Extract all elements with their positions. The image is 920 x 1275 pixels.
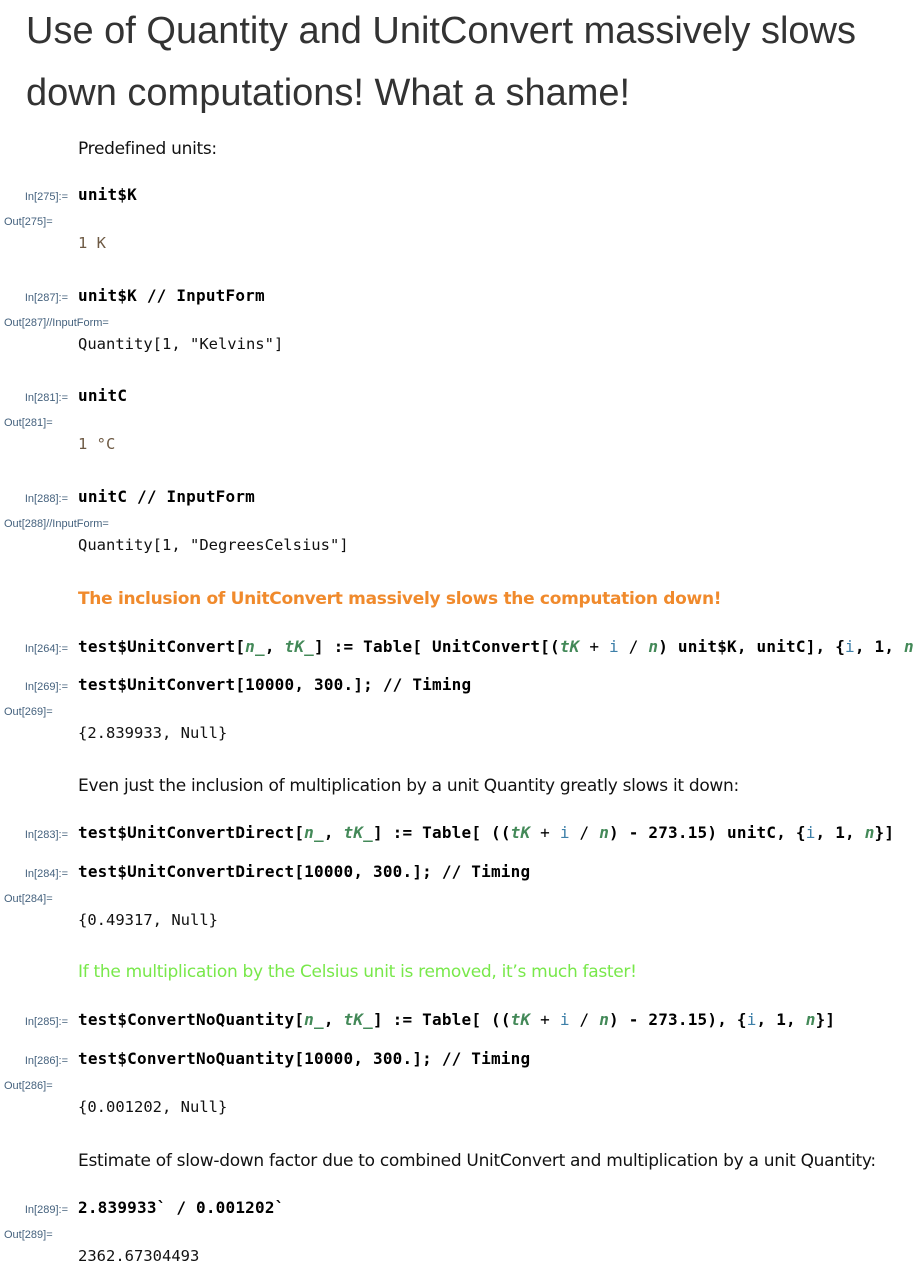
output-label: Out[286]= (4, 1080, 53, 1092)
output-value: Quantity[1, "DegreesCelsius"] (78, 536, 349, 554)
code-token: / (569, 1010, 600, 1029)
section-title: Use of Quantity and UnitConvert massivel… (26, 10, 856, 114)
iterator-token: i (746, 1010, 757, 1029)
iterator-token: i (559, 1010, 570, 1029)
iterator-token: i (559, 823, 570, 842)
input-label: In[283]:= (24, 829, 68, 841)
code-token: / (569, 823, 600, 842)
code-token: , 1, (756, 1010, 806, 1029)
pattern-token: tK (559, 637, 580, 656)
code-token: , 1, (815, 823, 865, 842)
iterator-token: i (609, 637, 619, 656)
code-token: , (323, 823, 344, 842)
pattern-token: tK (510, 823, 531, 842)
code-token: test$UnitConvert[ (78, 637, 246, 656)
code-token: ] := Table[ (( (373, 1010, 511, 1029)
pattern-token: n (904, 637, 914, 656)
pattern-token: n (648, 637, 659, 656)
output-label: Out[287]//InputForm= (4, 317, 109, 329)
pattern-token: tK_ (284, 637, 315, 656)
code-token: ] := Table[ UnitConvert[( (314, 637, 560, 656)
iterator-token: i (805, 823, 816, 842)
input-code[interactable]: test$ConvertNoQuantity[n_, tK_] := Table… (78, 1010, 835, 1029)
input-label: In[289]:= (24, 1204, 68, 1216)
output-value: {2.839933, Null} (78, 724, 228, 742)
input-code[interactable]: unit$K (78, 185, 137, 204)
text-cell-content: If the multiplication by the Celsius uni… (78, 962, 637, 982)
output-value: 1 K (78, 234, 106, 252)
text-cell-content: The inclusion of UnitConvert massively s… (78, 589, 722, 609)
input-code[interactable]: test$UnitConvert[n_, tK_] := Table[ Unit… (78, 637, 914, 656)
output-label: Out[275]= (4, 216, 53, 228)
input-code[interactable]: test$UnitConvertDirect[10000, 300.]; // … (78, 862, 530, 881)
pattern-token: n_ (304, 823, 324, 842)
input-label: In[285]:= (24, 1016, 68, 1028)
code-token: unit$K // InputForm (78, 286, 265, 305)
input-label: In[286]:= (24, 1055, 68, 1067)
code-token: test$UnitConvert[10000, 300.]; // Timing (78, 675, 472, 694)
pattern-token: tK (510, 1010, 531, 1029)
pattern-token: n_ (245, 637, 265, 656)
pattern-token: n_ (304, 1010, 324, 1029)
text-cell-content: Predefined units: (78, 139, 217, 159)
code-token: , 1, (854, 637, 905, 656)
code-token: test$UnitConvertDirect[ (78, 823, 305, 842)
input-code[interactable]: 2.839933` / 0.001202` (78, 1198, 285, 1217)
output-value: {0.49317, Null} (78, 911, 218, 929)
pattern-token: n (805, 1010, 816, 1029)
code-token: + (579, 637, 610, 656)
output-label: Out[288]//InputForm= (4, 518, 109, 530)
code-token: ) - 273.15), { (609, 1010, 747, 1029)
input-code[interactable]: test$UnitConvert[10000, 300.]; // Timing (78, 675, 471, 694)
input-label: In[275]:= (24, 191, 68, 203)
input-label: In[288]:= (24, 493, 68, 505)
code-token: + (530, 823, 560, 842)
code-token: , (264, 637, 285, 656)
code-token: test$UnitConvertDirect[10000, 300.]; // … (78, 862, 531, 881)
output-value: {0.001202, Null} (78, 1098, 228, 1116)
pattern-token: n (864, 823, 875, 842)
code-token: }] (815, 1010, 836, 1029)
code-token: ) - 273.15) unitC, { (609, 823, 806, 842)
input-code[interactable]: unitC (78, 386, 127, 405)
code-token: test$ConvertNoQuantity[ (78, 1010, 305, 1029)
code-token: unitC // InputForm (78, 487, 255, 506)
pattern-token: tK_ (343, 823, 373, 842)
code-token: unit$K (78, 185, 137, 204)
output-label: Out[284]= (4, 893, 53, 905)
code-token: 2.839933` / 0.001202` (78, 1198, 285, 1217)
input-label: In[287]:= (24, 292, 68, 304)
code-token: , (323, 1010, 344, 1029)
pattern-token: tK_ (343, 1010, 373, 1029)
output-value: 1 °C (78, 435, 116, 453)
output-value: Quantity[1, "Kelvins"] (78, 335, 284, 353)
input-code[interactable]: unitC // InputForm (78, 487, 255, 506)
pattern-token: n (599, 1010, 610, 1029)
text-cell-content: Estimate of slow-down factor due to comb… (78, 1151, 876, 1171)
code-token: test$ConvertNoQuantity[10000, 300.]; // … (78, 1049, 531, 1068)
code-token: }] (874, 823, 895, 842)
code-token: ] := Table[ (( (373, 823, 511, 842)
output-label: Out[289]= (4, 1229, 53, 1241)
text-cell-content: Even just the inclusion of multiplicatio… (78, 776, 739, 796)
input-label: In[284]:= (24, 868, 68, 880)
input-label: In[281]:= (24, 392, 68, 404)
pattern-token: n (599, 823, 610, 842)
input-label: In[269]:= (24, 681, 68, 693)
input-code[interactable]: unit$K // InputForm (78, 286, 265, 305)
code-token: + (530, 1010, 560, 1029)
input-code[interactable]: test$UnitConvertDirect[n_, tK_] := Table… (78, 823, 894, 842)
output-label: Out[269]= (4, 706, 53, 718)
input-code[interactable]: test$ConvertNoQuantity[10000, 300.]; // … (78, 1049, 530, 1068)
output-value: 2362.67304493 (78, 1247, 200, 1265)
code-token: unitC (78, 386, 128, 405)
output-label: Out[281]= (4, 417, 53, 429)
code-token: ) unit$K, unitC], { (658, 637, 846, 656)
code-token: / (618, 637, 649, 656)
iterator-token: i (845, 637, 855, 656)
input-label: In[264]:= (24, 643, 68, 655)
